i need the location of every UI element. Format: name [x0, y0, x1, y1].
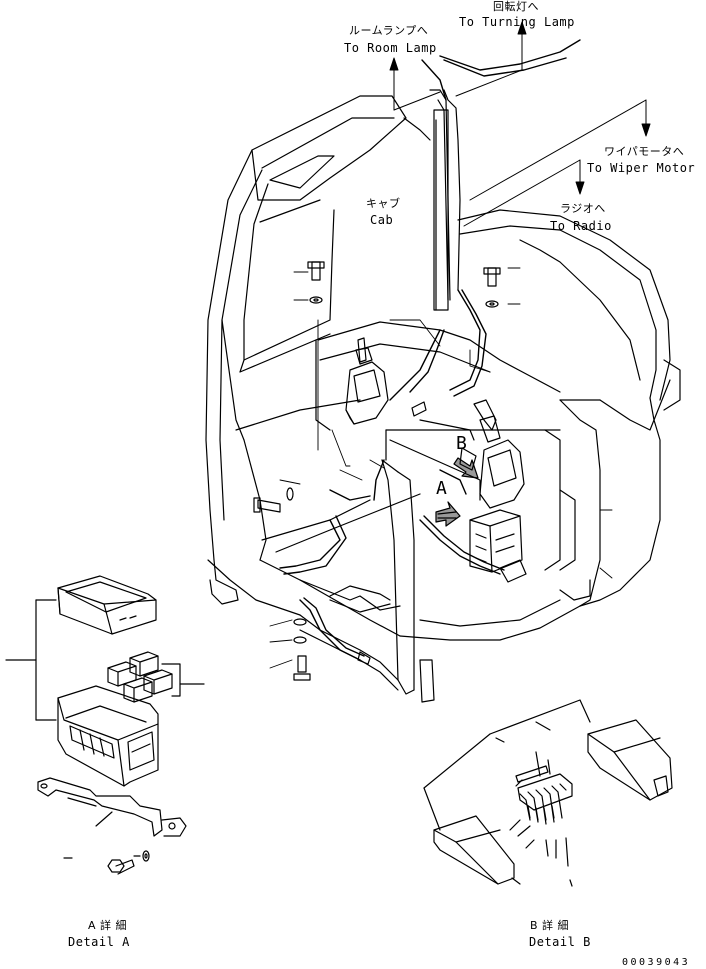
- detail-b-label-jp: B 詳 細: [530, 919, 570, 932]
- detail-a-label-en: Detail A: [68, 935, 130, 949]
- document-number: 00039043: [622, 957, 691, 968]
- radio-label-en: To Radio: [550, 219, 612, 233]
- detail-b-drawing: [423, 699, 673, 887]
- arrow-b: [453, 457, 479, 479]
- ref-a-marker: A: [436, 478, 448, 499]
- wiring-harness: [279, 39, 581, 661]
- turning-lamp-label-jp: 回転灯へ: [493, 0, 539, 13]
- left-control-lever: [345, 337, 389, 425]
- turning-lamp-label-en: To Turning Lamp: [459, 15, 575, 29]
- bolts-main: [253, 261, 501, 681]
- arrow-a: [435, 501, 461, 527]
- detail-a-drawing: [5, 575, 205, 875]
- detail-b-label-en: Detail B: [529, 935, 591, 949]
- room-lamp-label-jp: ルームランプへ: [349, 24, 429, 37]
- radio-label-jp: ラジオへ: [560, 202, 606, 215]
- room-lamp-label-en: To Room Lamp: [344, 41, 437, 55]
- right-control-lever: [473, 399, 525, 509]
- cab-label-jp: キャブ: [366, 197, 401, 210]
- leader-lines-main: [269, 267, 613, 669]
- ref-b-marker: B: [456, 433, 468, 454]
- detail-a-label-jp: A 詳 細: [88, 919, 128, 932]
- callout-arrows: [389, 21, 651, 227]
- wiper-motor-label-en: To Wiper Motor: [587, 161, 696, 175]
- controller-unit: [459, 447, 527, 583]
- cab-label-en: Cab: [370, 213, 394, 227]
- cab-frame: [205, 89, 681, 703]
- wiper-motor-label-jp: ワイパモータへ: [604, 145, 685, 158]
